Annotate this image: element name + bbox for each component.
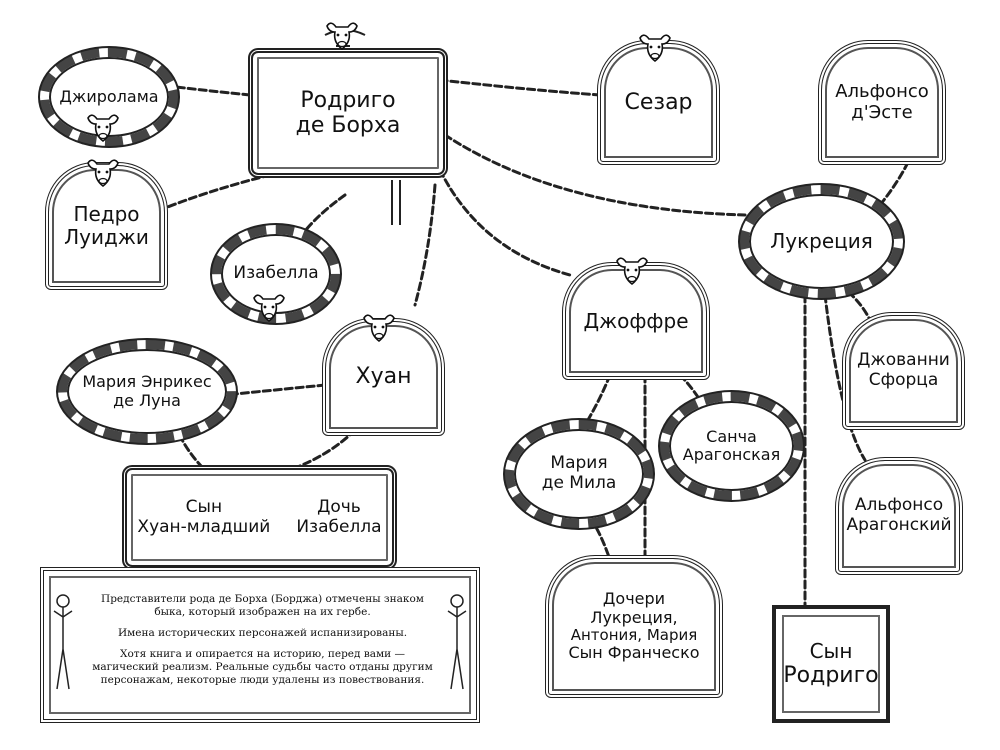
maria-mila-line-2: де Мила bbox=[541, 473, 617, 493]
maria-enrikes-line-1: Мария Энрикес bbox=[82, 372, 212, 392]
chain-rodrigo-cesar bbox=[438, 78, 602, 97]
legend-paragraph-1: Представители рода де Борха (Борджа) отм… bbox=[101, 593, 424, 618]
lukrecia-label: Лукреция bbox=[770, 229, 873, 253]
docheri-line-2: Лукреция, bbox=[590, 607, 678, 627]
maria-enrikes-line-2: де Луна bbox=[113, 390, 181, 410]
alfonso-este-line-2: д'Эсте bbox=[851, 101, 913, 123]
alfonso-este-line-1: Альфонсо bbox=[835, 80, 929, 102]
bull-icon bbox=[616, 257, 648, 285]
izabella-label: Изабелла bbox=[233, 263, 319, 284]
bull-icon bbox=[363, 314, 395, 342]
chain-rodrigo-djoffre bbox=[438, 168, 572, 277]
docheri-line-1: Дочери bbox=[602, 589, 666, 609]
bull-icon bbox=[639, 34, 671, 62]
huan-daughter-line-1: Дочь bbox=[317, 496, 361, 517]
pedro-line-2: Луиджи bbox=[64, 225, 149, 249]
djoffre-label: Джоффре bbox=[583, 308, 689, 333]
bull-icon bbox=[253, 294, 285, 322]
huan-label: Хуан bbox=[355, 364, 412, 390]
node-lukrecia: Лукреция bbox=[740, 185, 903, 298]
node-sancha: Санча Арагонская bbox=[660, 392, 803, 500]
sancha-line-1: Санча bbox=[706, 426, 757, 446]
node-rodrigo: Родриго де Борха bbox=[248, 48, 448, 178]
bull-icon bbox=[87, 114, 119, 142]
node-syn-rodrigo: Сын Родриго bbox=[772, 605, 890, 723]
node-cesar: Сезар bbox=[597, 40, 720, 165]
chain-rodrigo-huan bbox=[413, 183, 437, 307]
legend-paragraph-2: Имена исторических персонажей испанизиро… bbox=[117, 627, 408, 639]
node-docheri: Дочери Лукреция, Антония, Мария Сын Фран… bbox=[545, 555, 723, 698]
node-djoffre: Джоффре bbox=[562, 262, 710, 380]
rodrigo-line-2: де Борха bbox=[295, 113, 401, 138]
cesar-label: Сезар bbox=[624, 89, 693, 115]
bull-icon bbox=[87, 159, 119, 187]
legend-paragraph-3: Хотя книга и опирается на историю, перед… bbox=[92, 648, 433, 686]
chain-lukrecia-alfonsoeste bbox=[878, 156, 912, 207]
atlas-figure-right-icon bbox=[447, 594, 467, 690]
node-djovanni: Джованни Сфорца bbox=[842, 312, 965, 430]
pedro-line-1: Педро bbox=[73, 202, 140, 226]
chain-djoffre-mila bbox=[583, 373, 612, 427]
node-maria-mila: Мария де Мила bbox=[505, 420, 653, 528]
alfonso-arag-line-1: Альфонсо bbox=[854, 495, 944, 516]
maria-mila-line-1: Мария bbox=[550, 453, 608, 474]
chain-rodrigo-lukrecia bbox=[443, 133, 747, 217]
djirolama-label: Джиролама bbox=[59, 86, 159, 106]
huan-children-split: Сын Хуан-младший Дочь Изабелла bbox=[137, 496, 382, 537]
rope-left-deco bbox=[391, 180, 401, 225]
huan-son-line-1: Сын bbox=[185, 496, 223, 517]
syn-rodrigo-line-1: Сын bbox=[809, 638, 853, 663]
node-alfonso-arag: Альфонсо Арагонский bbox=[835, 457, 963, 575]
legend-text: Представители рода де Борха (Борджа) отм… bbox=[89, 593, 436, 695]
chain-huan-children bbox=[288, 428, 357, 472]
huan-daughter-line-2: Изабелла bbox=[296, 516, 382, 537]
node-alfonso-este: Альфонсо д'Эсте bbox=[818, 40, 946, 165]
node-huan-children: Сын Хуан-младший Дочь Изабелла bbox=[122, 465, 397, 570]
syn-rodrigo-line-2: Родриго bbox=[783, 662, 879, 688]
docheri-line-4: Сын Франческо bbox=[568, 643, 700, 663]
node-maria-enrikes: Мария Энрикес де Луна bbox=[58, 340, 236, 443]
sancha-line-2: Арагонская bbox=[682, 445, 781, 464]
alfonso-arag-line-2: Арагонский bbox=[846, 515, 952, 535]
rodrigo-line-1: Родриго bbox=[300, 87, 396, 113]
chain-huan-maria bbox=[223, 383, 327, 397]
docheri-line-3: Антония, Мария bbox=[570, 626, 698, 645]
djovanni-line-2: Сфорца bbox=[868, 370, 939, 390]
atlas-figure-left-icon bbox=[53, 594, 73, 690]
djovanni-line-1: Джованни bbox=[857, 350, 950, 371]
chain-rodrigo-pedro bbox=[158, 173, 272, 212]
legend-note: Представители рода де Борха (Борджа) отм… bbox=[40, 567, 480, 723]
huan-son-line-2: Хуан-младший bbox=[137, 516, 271, 537]
bull-icon bbox=[326, 22, 358, 50]
